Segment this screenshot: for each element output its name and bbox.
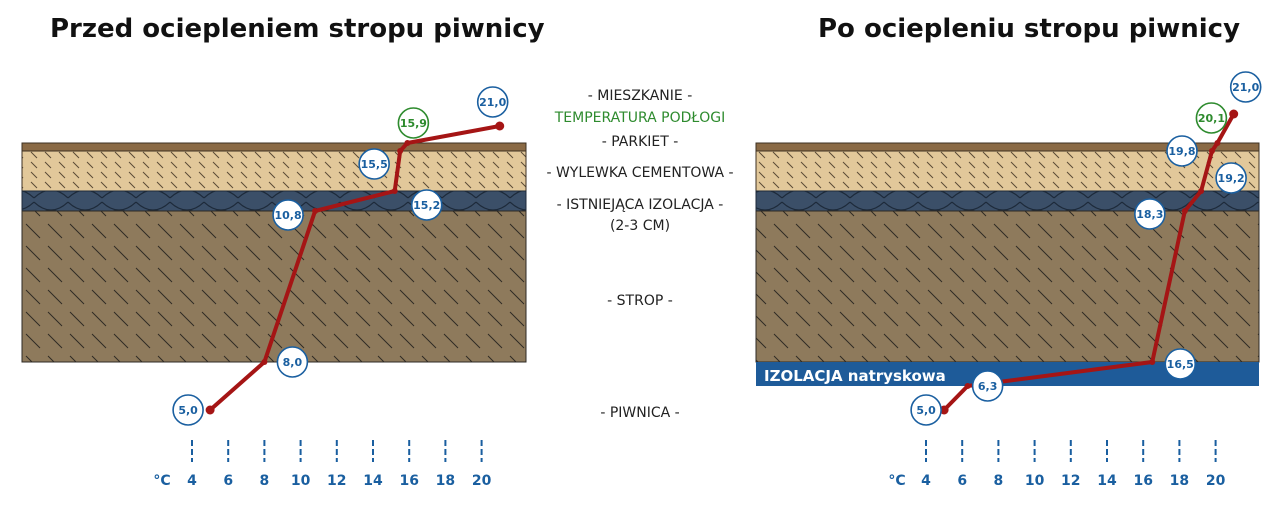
after-tick-label: 6 [957, 473, 967, 489]
before-tick-label: 6 [223, 473, 233, 489]
before-wylewka-layer [21, 150, 527, 192]
after-tick-label: 10 [1025, 473, 1045, 489]
after-temperature-point [1149, 359, 1156, 365]
after-temperature-bubble [1164, 348, 1197, 380]
before-temperature-label: 8,0 [283, 356, 303, 369]
before-temperature-label: 5,0 [178, 404, 198, 417]
before-temperature-point [391, 188, 398, 194]
before-tick-label: 12 [327, 473, 346, 489]
before-temperature-point [312, 208, 319, 214]
before-temperature-label: 15,5 [361, 158, 388, 171]
before-temperature-bubble [358, 148, 390, 180]
before-temperature-point [205, 405, 215, 415]
after-unit-label: °C [888, 473, 905, 489]
before-temperature-bubble [276, 346, 309, 378]
after-temperature-label: 21,0 [1232, 81, 1259, 94]
label-izolacja: - ISTNIEJĄCA IZOLACJA - [556, 197, 724, 213]
label-temperatura-podlogi: TEMPERATURA PODŁOGI [554, 110, 726, 126]
after-tick-label: 12 [1061, 473, 1080, 489]
before-temperature-point [261, 359, 268, 365]
after-temperature-bubble [1195, 102, 1228, 134]
before-temperature-bubble [172, 394, 204, 426]
after-tick-label: 8 [994, 473, 1004, 489]
label-wylewka: - WYLEWKA CEMENTOWA - [546, 165, 734, 181]
before-parkiet-layer [21, 142, 527, 152]
after-temperature-label: 16,5 [1167, 358, 1194, 371]
after-temperature-label: 6,3 [978, 380, 998, 393]
before-temperature-bubble [410, 189, 443, 221]
before-temperature-point [495, 121, 505, 131]
after-temperature-point [1208, 148, 1215, 154]
before-tick-label: 20 [472, 473, 492, 489]
after-temperature-label: 5,0 [916, 404, 936, 417]
before-temperature-bubble [476, 86, 509, 118]
after-tick-label: 16 [1133, 473, 1152, 489]
after-temperature-label: 19,8 [1168, 145, 1195, 158]
before-temperature-bubble [397, 107, 430, 139]
label-piwnica: - PIWNICA - [600, 405, 680, 421]
after-temperature-bubble [1215, 162, 1247, 194]
after-strop-layer [755, 210, 1260, 363]
after-temperature-point [939, 405, 949, 415]
label-mieszkanie: - MIESZKANIE - [587, 88, 693, 104]
before-temperature-point [404, 140, 411, 146]
after-tick-label: 18 [1170, 473, 1189, 489]
after-tick-label: 4 [921, 473, 931, 489]
before-temperature-label: 21,0 [479, 96, 506, 109]
title-before: Przed ociepleniem stropu piwnicy [50, 14, 545, 44]
spray-insulation-label: IZOLACJA natryskowa [764, 367, 946, 385]
after-izolacja-layer [755, 190, 1260, 212]
after-temperature-label: 20,1 [1198, 112, 1225, 125]
before-tick-label: 16 [399, 473, 418, 489]
before-temperature-label: 15,9 [400, 117, 427, 130]
after-tick-label: 14 [1097, 473, 1117, 489]
before-tick-label: 10 [291, 473, 311, 489]
after-temperature-point [964, 383, 971, 389]
after-temperature-point [1181, 208, 1188, 214]
before-unit-label: °C [153, 473, 170, 489]
before-temperature-label: 15,2 [413, 199, 440, 212]
label-parkiet: - PARKIET - [601, 134, 679, 150]
label-izolacja-sub: (2-3 CM) [609, 218, 671, 234]
title-after: Po ociepleniu stropu piwnicy [818, 14, 1241, 44]
after-temperature-bubble [1229, 71, 1262, 103]
before-temperature-point [397, 148, 404, 154]
before-tick-label: 4 [187, 473, 197, 489]
label-strop: - STROP - [607, 293, 673, 309]
after-tick-label: 20 [1206, 473, 1226, 489]
after-temperature-point [1198, 188, 1205, 194]
after-temperature-point [1229, 109, 1239, 119]
after-temperature-label: 18,3 [1136, 208, 1163, 221]
after-temperature-label: 19,2 [1218, 172, 1245, 185]
before-temperature-bubble [272, 199, 304, 231]
before-temperature-label: 10,8 [275, 209, 302, 222]
after-temperature-point [1214, 140, 1221, 146]
before-tick-label: 18 [436, 473, 455, 489]
after-temperature-bubble [1166, 135, 1198, 167]
after-temperature-bubble [1134, 198, 1166, 230]
before-tick-label: 8 [260, 473, 270, 489]
after-temperature-bubble [910, 394, 942, 426]
after-temperature-bubble [971, 370, 1004, 402]
before-tick-label: 14 [363, 473, 383, 489]
